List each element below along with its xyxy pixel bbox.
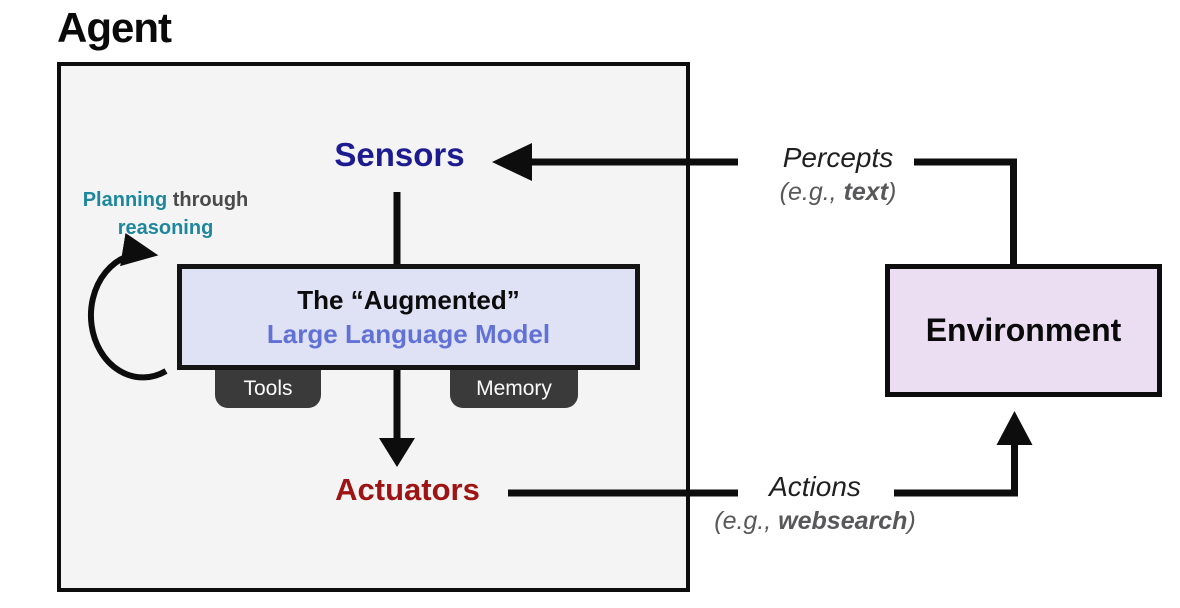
percepts-annotation: Percepts (e.g., text)	[738, 140, 938, 208]
percepts-example: (e.g., text)	[779, 178, 897, 206]
tools-tab: Tools	[215, 370, 321, 408]
tools-tab-label: Tools	[243, 377, 293, 400]
llm-box-subtitle: Large Language Model	[266, 319, 551, 349]
reasoning-word: reasoning	[117, 217, 214, 239]
sensors-label: Sensors	[334, 136, 465, 173]
llm-box-title: The “Augmented”	[297, 285, 520, 315]
actions-label: Actions	[769, 471, 861, 502]
actions-example: (e.g., websearch)	[714, 507, 916, 535]
environment-box: Environment	[885, 264, 1162, 397]
memory-tab: Memory	[450, 370, 578, 408]
percepts-label: Percepts	[782, 142, 894, 173]
actions-arrowhead	[996, 411, 1033, 445]
planning-word: Planning	[82, 189, 168, 211]
agent-label: Agent	[57, 4, 172, 51]
through-word: through	[167, 189, 249, 211]
environment-label: Environment	[925, 312, 1122, 348]
actuators-label: Actuators	[335, 472, 480, 507]
augmented-llm-box: The “Augmented” Large Language Model	[177, 264, 640, 370]
actions-annotation: Actions (e.g., websearch)	[690, 469, 940, 537]
memory-tab-label: Memory	[476, 377, 552, 400]
planning-through-reasoning-label: Planning through reasoning	[63, 186, 268, 242]
